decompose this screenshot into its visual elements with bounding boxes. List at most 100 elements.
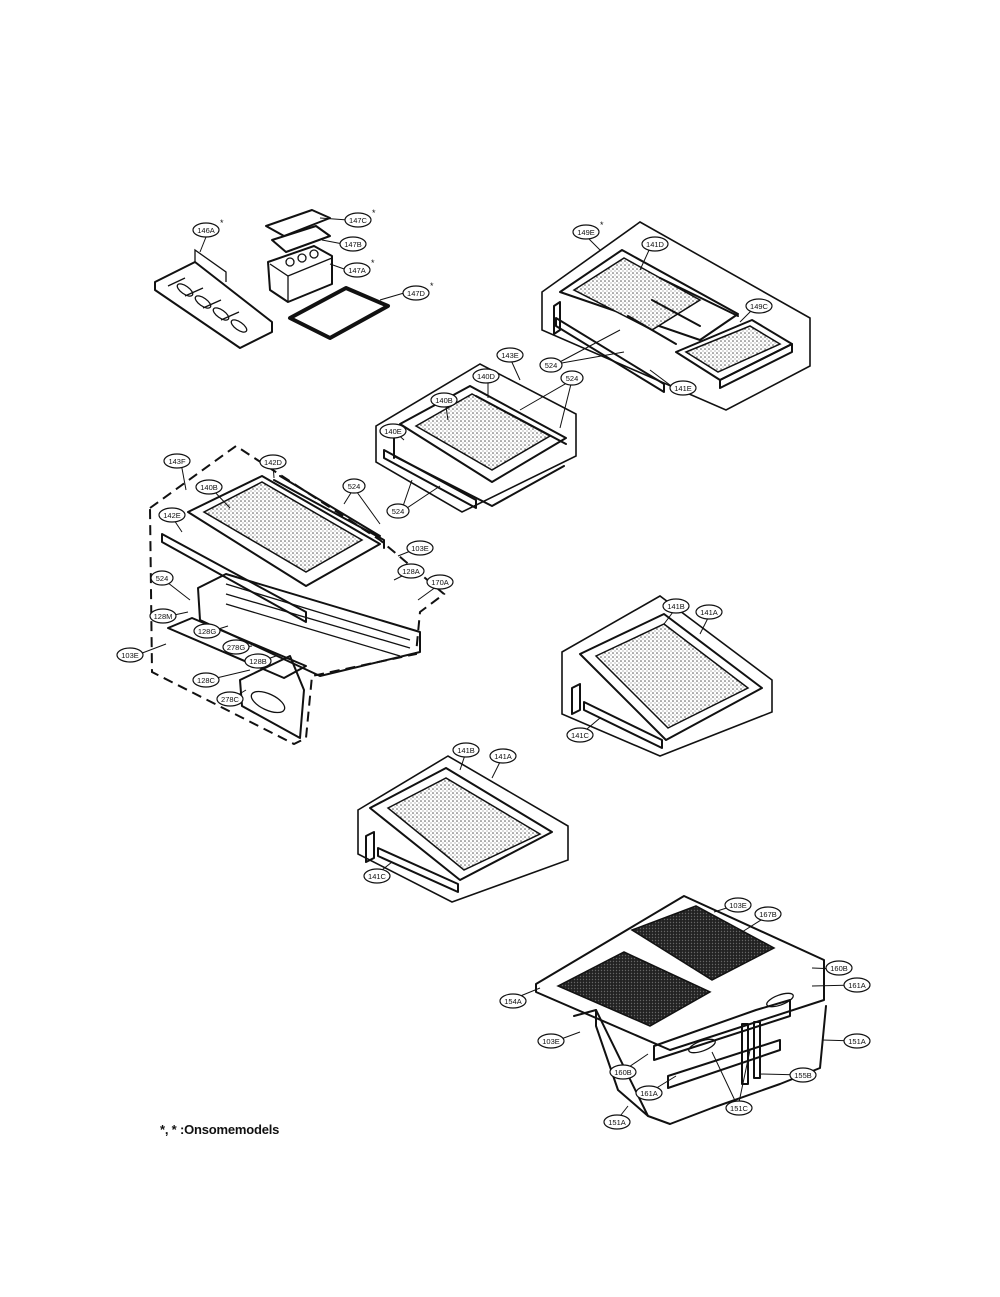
callout-524-c: 524	[386, 503, 410, 519]
label-160B-a: 160B	[830, 964, 848, 973]
svg-text:*: *	[371, 258, 375, 268]
callout-141C-b: 141C	[363, 868, 391, 884]
shelf-group-143E	[375, 363, 577, 513]
callout-155B: 155B	[789, 1067, 817, 1083]
callout-142D: 142D	[259, 454, 287, 470]
label-141A-a: 141A	[700, 608, 718, 617]
callout-128A: 128A	[397, 563, 425, 579]
label-154A: 154A	[504, 997, 522, 1006]
callout-151C: 151C	[725, 1100, 753, 1116]
label-147C: 147C	[349, 216, 368, 225]
callout-103E-d: 103E	[537, 1033, 565, 1049]
label-141B-a: 141B	[667, 602, 685, 611]
shelf-group-141-right	[561, 595, 773, 757]
label-524-e: 524	[156, 574, 169, 583]
callout-524-a: 524	[539, 357, 563, 373]
label-147B: 147B	[344, 240, 362, 249]
label-141C-a: 141C	[571, 731, 590, 740]
callout-160B-a: 160B	[825, 960, 853, 976]
callout-141D: 141D	[641, 236, 669, 252]
label-140E: 140E	[384, 427, 402, 436]
label-146A: 146A	[197, 226, 215, 235]
label-140B: 140B	[435, 396, 453, 405]
label-160B-b: 160B	[614, 1068, 632, 1077]
label-103E-a: 103E	[411, 544, 429, 553]
callout-161A-a: 161A	[843, 977, 871, 993]
callout-128G: 128G	[193, 623, 221, 639]
callout-167B: 167B	[754, 906, 782, 922]
label-128A: 128A	[402, 567, 420, 576]
crisper-group-143F	[148, 444, 446, 746]
callout-140B-b: 140B	[195, 479, 223, 495]
callout-141E: 141E	[669, 380, 697, 396]
shelf-group-149E	[541, 221, 811, 411]
callout-103E-a: 103E	[406, 540, 434, 556]
label-141A-b: 141A	[494, 752, 512, 761]
callout-103E-c: 103E	[724, 897, 752, 913]
label-524-b: 524	[566, 374, 579, 383]
label-143E: 143E	[501, 351, 519, 360]
callout-524-b: 524	[560, 370, 584, 386]
callout-151A-a: 151A	[843, 1033, 871, 1049]
label-142D: 142D	[264, 458, 283, 467]
footnote-some-models: *, * :Onsomemodels	[160, 1122, 280, 1137]
label-278G: 278G	[227, 643, 246, 652]
label-103E-b: 103E	[121, 651, 139, 660]
label-128G: 128G	[198, 627, 217, 636]
svg-text:*: *	[372, 208, 376, 218]
label-147D: 147D	[407, 289, 426, 298]
callout-170A: 170A	[426, 574, 454, 590]
label-142E: 142E	[163, 511, 181, 520]
label-524-a: 524	[545, 361, 558, 370]
label-170A: 170A	[431, 578, 449, 587]
svg-text:*: *	[220, 218, 224, 228]
callout-151A-b: 151A	[603, 1114, 631, 1130]
callout-143F: 143F	[163, 453, 191, 469]
callout-140E: 140E	[379, 423, 407, 439]
label-278C: 278C	[221, 695, 240, 704]
label-141B-b: 141B	[457, 746, 475, 755]
label-141C-b: 141C	[368, 872, 387, 881]
label-143F: 143F	[168, 457, 186, 466]
callout-149E: 149E *	[572, 220, 604, 240]
label-161A-b: 161A	[640, 1089, 658, 1098]
callout-147B: 147B	[339, 236, 367, 252]
callout-147C: 147C *	[344, 208, 376, 228]
label-149E: 149E	[577, 228, 595, 237]
svg-text:*: *	[430, 281, 434, 291]
label-141D: 141D	[646, 240, 665, 249]
label-151A-b: 151A	[608, 1118, 626, 1127]
callout-140B: 140B	[430, 392, 458, 408]
label-147A: 147A	[348, 266, 366, 275]
label-151A-a: 151A	[848, 1037, 866, 1046]
label-149C: 149C	[750, 302, 769, 311]
label-524-d: 524	[348, 482, 361, 491]
lid-147D	[288, 286, 390, 340]
callout-524-d: 524	[342, 478, 366, 494]
label-128C: 128C	[197, 676, 216, 685]
label-167B: 167B	[759, 910, 777, 919]
callout-141B-a: 141B	[662, 598, 690, 614]
label-103E-d: 103E	[542, 1037, 560, 1046]
callout-141A-a: 141A	[695, 604, 723, 620]
shelf-group-141-left	[357, 755, 569, 903]
callout-141A-b: 141A	[489, 748, 517, 764]
callout-524-e: 524	[150, 570, 174, 586]
label-140B-b: 140B	[200, 483, 218, 492]
callout-142E: 142E	[158, 507, 186, 523]
label-151C: 151C	[730, 1104, 749, 1113]
callout-128M: 128M	[149, 608, 177, 624]
callout-147A: 147A *	[343, 258, 375, 278]
callout-128B: 128B	[244, 653, 272, 669]
label-524-c: 524	[392, 507, 405, 516]
svg-text:*: *	[600, 220, 604, 230]
egg-tray-146A	[154, 248, 273, 349]
callout-141C-a: 141C	[566, 727, 594, 743]
callout-143E: 143E	[496, 347, 524, 363]
label-140D: 140D	[477, 372, 496, 381]
label-128B: 128B	[249, 657, 267, 666]
label-155B: 155B	[794, 1071, 812, 1080]
callout-278C: 278C	[216, 691, 244, 707]
callout-140D: 140D	[472, 368, 500, 384]
